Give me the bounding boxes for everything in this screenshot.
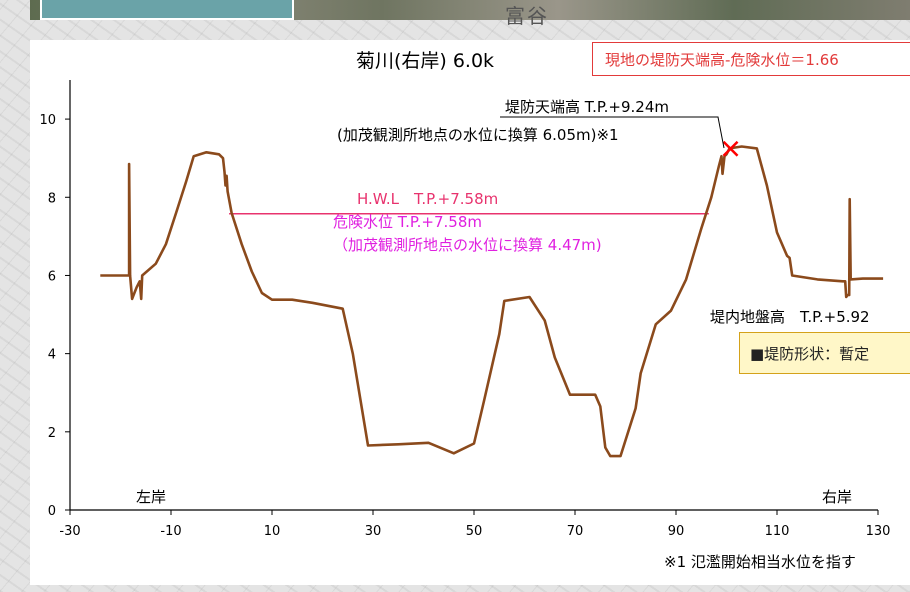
cross-section-chart: -30 -10 10 30 50 70 90 110 130 0 2 4 6 8 10 菊川(右岸) 6.0… — [39, 50, 890, 571]
location-label: 富谷 — [505, 4, 549, 28]
danger-label: 危険水位 T.P.+7.58m — [333, 213, 482, 231]
ground-label: 堤内地盤高 T.P.+5.92 — [710, 308, 870, 326]
chart-title: 菊川(右岸) 6.0k — [356, 50, 494, 72]
x-tick-label: 30 — [365, 524, 382, 539]
crest-marker — [722, 140, 739, 157]
x-tick-label: 90 — [668, 524, 685, 539]
height-difference-box: 現地の堤防天端高-危険水位＝1.66 — [592, 42, 910, 76]
danger-sub-label: （加茂観測所地点の水位に換算 4.47m) — [333, 236, 602, 254]
aerial-photo-inset — [40, 0, 294, 20]
y-tick-label: 0 — [48, 504, 56, 519]
x-tick-label: 10 — [264, 524, 281, 539]
right-bank-label: 右岸 — [822, 488, 852, 506]
y-tick-label: 10 — [39, 113, 56, 128]
y-tick-label: 8 — [48, 191, 56, 206]
x-tick-label: 50 — [466, 524, 483, 539]
levee-shape-box: ■堤防形状：暫定 — [739, 332, 910, 374]
x-tick-label: -10 — [160, 524, 181, 539]
y-tick-label: 2 — [48, 426, 56, 441]
footnote: ※1 氾濫開始相当水位を指す — [664, 553, 856, 571]
axis-ticks: -30 -10 10 30 50 70 90 110 130 0 2 4 6 8 10 — [39, 113, 890, 539]
crest-leader-line — [500, 116, 725, 149]
crest-label: 堤防天端高 T.P.+9.24m — [505, 98, 669, 116]
crest-marker-stroke — [722, 140, 739, 157]
x-tick-label: 130 — [866, 524, 891, 539]
axes — [69, 80, 878, 511]
x-tick-label: -30 — [59, 524, 80, 539]
y-tick-label: 6 — [48, 269, 56, 284]
levee-profile-line — [100, 145, 884, 458]
chart-panel: -30 -10 10 30 50 70 90 110 130 0 2 4 6 8 10 菊川(右岸) 6.0… — [30, 40, 910, 585]
hwl-label: H.W.L T.P.+7.58m — [357, 190, 498, 208]
left-bank-label: 左岸 — [136, 488, 166, 506]
x-tick-label: 110 — [765, 524, 790, 539]
crest-sub-label: (加茂観測所地点の水位に換算 6.05m)※1 — [337, 126, 619, 144]
y-tick-label: 4 — [48, 348, 56, 363]
x-tick-label: 70 — [567, 524, 584, 539]
